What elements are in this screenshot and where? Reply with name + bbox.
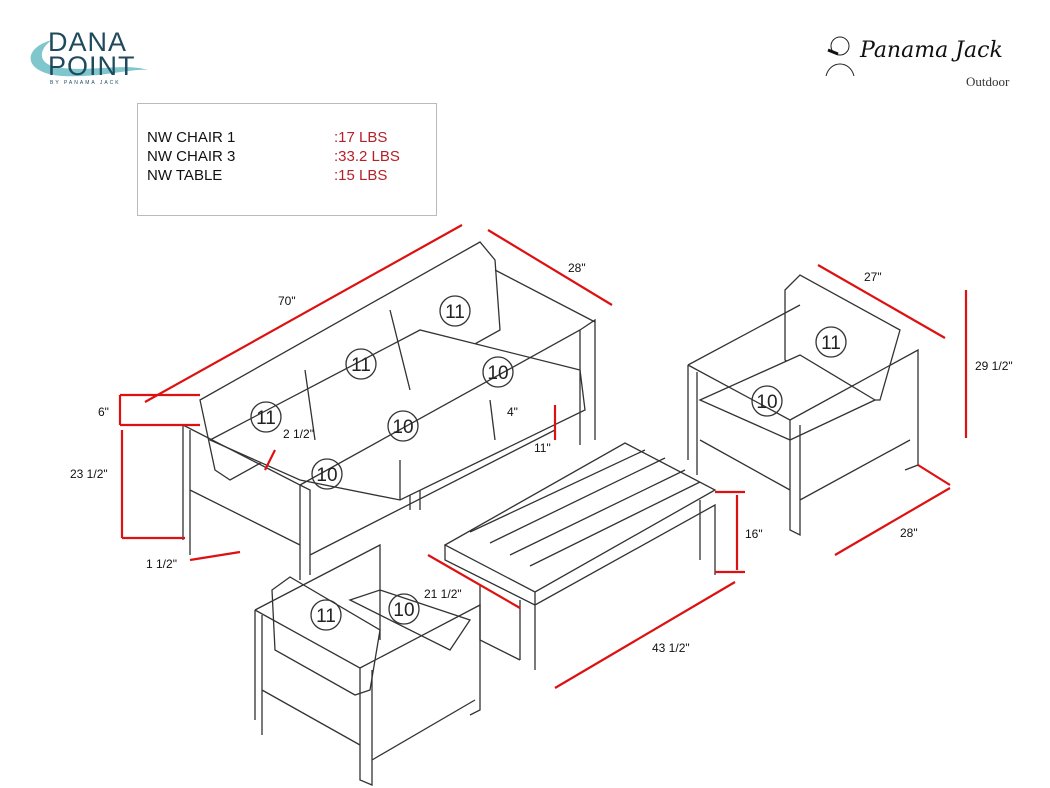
weight-value: :15 LBS <box>334 167 388 184</box>
dim-table-height: 16" <box>745 527 763 541</box>
portrait-icon <box>825 36 855 77</box>
cushion-number: 10 <box>487 363 508 384</box>
cushion-number: 10 <box>393 600 414 621</box>
cushion-number: 11 <box>821 333 841 354</box>
logo-line1: DANA <box>48 27 128 57</box>
logo-line2: POINT <box>48 51 136 81</box>
coffee-table <box>443 442 717 670</box>
cushion-number: 11 <box>445 302 465 323</box>
dim-sofa-width: 70" <box>278 294 296 308</box>
weight-item: NW CHAIR 3 <box>147 148 236 165</box>
dim-chair-height: 29 1/2" <box>975 359 1013 373</box>
dim-table-length: 43 1/2" <box>652 641 690 655</box>
dim-cushion-thickness: 4" <box>507 405 518 419</box>
cushion-number: 10 <box>316 465 337 486</box>
logo-tagline: BY PANAMA JACK <box>50 80 121 86</box>
dimension-lines <box>118 224 968 689</box>
dim-back-cushion: 11" <box>534 441 551 455</box>
logo-sub: Outdoor <box>966 74 1010 89</box>
dim-sofa-seat-height: 23 1/2" <box>70 467 108 481</box>
chair-front <box>254 543 481 786</box>
weights-box: NW CHAIR 1 :17 LBS NW CHAIR 3 :33.2 LBS … <box>137 103 437 216</box>
weight-item: NW TABLE <box>147 167 223 184</box>
weight-value: :17 LBS <box>334 129 388 146</box>
weight-item: NW CHAIR 1 <box>147 129 236 146</box>
dim-leg-width: 1 1/2" <box>146 557 177 571</box>
panama-jack-logo: Panama Jack Outdoor <box>822 30 1022 90</box>
dim-chair-depth: 28" <box>900 526 918 540</box>
cushion-number: 11 <box>351 355 371 376</box>
cushion-number: 10 <box>392 417 413 438</box>
cushion-number: 10 <box>756 392 777 413</box>
weight-value: :33.2 LBS <box>334 148 400 165</box>
dim-sofa-arm-height: 6" <box>98 405 109 419</box>
dim-chair-width: 27" <box>864 270 882 284</box>
cushion-labels: 11 11 11 10 10 10 11 10 11 10 <box>250 295 847 631</box>
sofa <box>182 241 596 580</box>
dim-sofa-depth: 28" <box>568 261 586 275</box>
wave-icon <box>30 40 148 77</box>
cushion-number: 11 <box>256 408 276 429</box>
dim-table-depth: 21 1/2" <box>424 587 462 601</box>
dana-point-logo: DANA POINT BY PANAMA JACK <box>22 28 152 88</box>
cushion-number: 11 <box>316 606 336 627</box>
logo-signature: Panama Jack <box>860 38 1003 63</box>
chair-right <box>687 274 919 537</box>
dim-sofa-frame: 2 1/2" <box>283 427 314 441</box>
